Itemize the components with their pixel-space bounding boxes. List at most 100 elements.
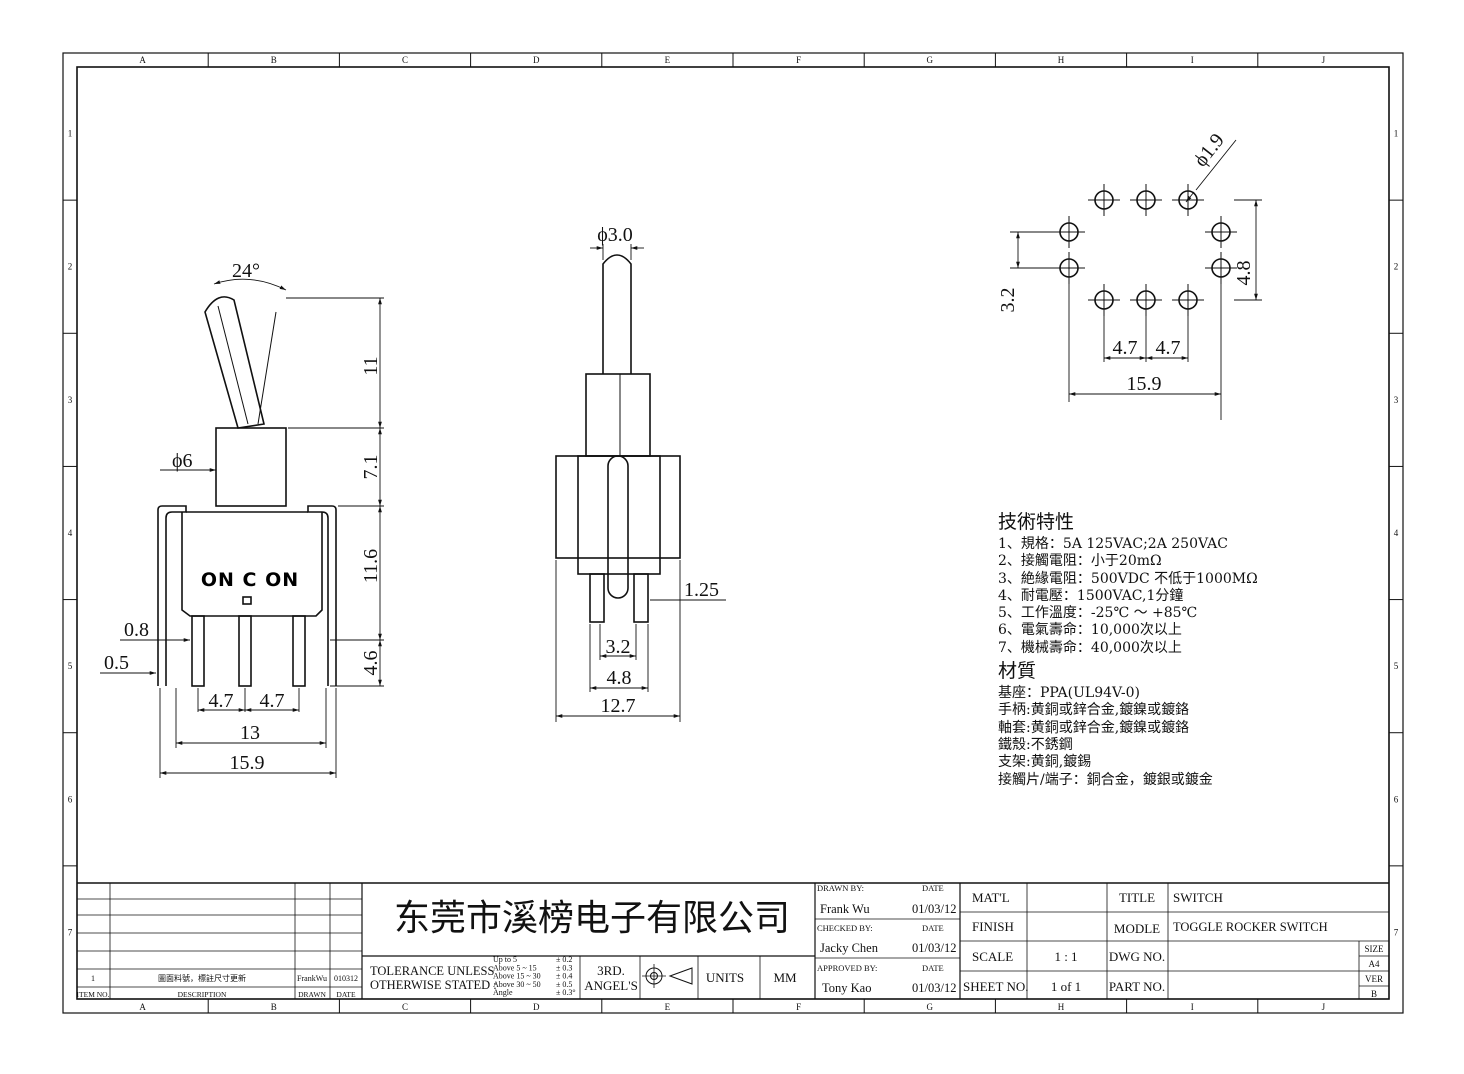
drawn-by-label: DRAWN BY: (817, 883, 864, 893)
modle-label: MODLE (1114, 921, 1160, 936)
sheet-label: SHEET NO. (963, 979, 1028, 994)
spec-item-1: 1、規格：5A 125VAC;2A 250VAC (998, 536, 1228, 552)
header-drawn: DRAWN (298, 990, 326, 999)
title-value: SWITCH (1173, 890, 1223, 905)
zone-label-top: J (1322, 55, 1326, 65)
dim-11: 11 (360, 356, 382, 375)
tolerance-label-2: OTHERWISE STATED : (370, 978, 497, 992)
dim-pitch-1: 4.7 (209, 690, 234, 712)
material-item-4: 鐵殼:不銹鋼 (998, 736, 1073, 753)
title-label: TITLE (1119, 890, 1155, 905)
dim-1-25: 1.25 (684, 579, 719, 601)
dim-3-2-side: 3.2 (606, 636, 631, 658)
zone-label-left: 7 (68, 927, 73, 937)
dim-12-7: 12.7 (601, 695, 636, 717)
pcb-dimensions (1010, 139, 1262, 420)
zone-label-right: 3 (1394, 395, 1399, 405)
spec-item-3: 3、絶緣電阻：500VDC 不低于1000MΩ (998, 570, 1258, 587)
checked-date-label: DATE (922, 923, 944, 933)
pcb-holes (1053, 184, 1237, 316)
revision-item: 1 (91, 974, 95, 983)
modle-value: TOGGLE ROCKER SWITCH (1173, 920, 1328, 934)
zone-label-bottom: E (665, 1002, 671, 1012)
title-block (77, 882, 1389, 999)
header-date: DATE (336, 990, 356, 999)
dim-4-6: 4.6 (360, 651, 382, 676)
tolerance-value: ± 0.2 (556, 955, 572, 964)
angle-label: 24° (232, 260, 260, 282)
units-label: UNITS (706, 970, 744, 985)
dim-15-9: 15.9 (230, 752, 265, 774)
material-heading: 材質 (998, 660, 1037, 683)
zone-label-bottom: J (1322, 1002, 1326, 1012)
zone-label-top: D (533, 55, 540, 65)
dim-4-8-pcb: 4.8 (1233, 261, 1255, 286)
zone-label-left: 2 (68, 262, 73, 272)
zone-label-right: 5 (1394, 661, 1399, 671)
zone-label-top: F (796, 55, 801, 65)
zone-label-bottom: A (139, 1002, 146, 1012)
material-item-6: 接觸片/端子：銅合金，鍍銀或鍍金 (998, 771, 1213, 788)
tolerance-label-1: TOLERANCE UNLESS (370, 964, 494, 978)
approved-date: 01/03/12 (912, 981, 956, 995)
spec-heading: 技術特性 (998, 511, 1075, 533)
zone-label-left: 4 (68, 528, 73, 538)
tolerance-range: Up to 5 (493, 955, 517, 964)
zone-label-right: 2 (1394, 262, 1399, 272)
dim-3-2-pcb: 3.2 (997, 288, 1019, 313)
zone-label-bottom: G (927, 1002, 934, 1012)
front-view (157, 296, 337, 687)
spec-item-6: 6、電氣壽命：10,000次以上 (998, 622, 1182, 639)
dim-7-1: 7.1 (360, 455, 382, 480)
tolerance-range: Above 5 ~ 15 (493, 963, 537, 972)
side-view (555, 254, 681, 623)
zone-label-right: 1 (1394, 129, 1399, 139)
dim-pitch-pcb-1: 4.7 (1113, 337, 1138, 359)
material-item-5: 支架:黄銅,鍍錫 (998, 754, 1092, 771)
switch-marking: ON C ON (201, 569, 299, 591)
zone-label-bottom: D (533, 1002, 540, 1012)
approved-by-label: APPROVED BY: (817, 963, 877, 973)
dim-pitch-2: 4.7 (260, 690, 285, 712)
drawn-date: 01/03/12 (912, 902, 956, 916)
zone-label-top: H (1058, 55, 1065, 65)
lever-diameter-label: ϕ3.0 (597, 224, 633, 246)
side-view-dimensions (555, 244, 726, 722)
zone-label-bottom: I (1191, 1002, 1194, 1012)
matl-label: MAT'L (972, 890, 1010, 905)
header-description: DESCRIPTION (178, 990, 227, 999)
zone-label-right: 4 (1394, 528, 1399, 538)
projection-line-1: 3RD. (597, 963, 625, 978)
material-item-1: 基座：PPA(UL94V-0) (998, 685, 1140, 702)
zone-label-left: 5 (68, 661, 73, 671)
zone-label-right: 7 (1394, 927, 1399, 937)
approved-by: Tony Kao (822, 981, 871, 995)
zone-label-top: A (139, 55, 146, 65)
zone-label-bottom: C (402, 1002, 408, 1012)
dim-13: 13 (240, 722, 260, 744)
part-label: PART NO. (1109, 979, 1165, 994)
sheet-value: 1 of 1 (1051, 979, 1081, 994)
zone-label-top: B (271, 55, 277, 65)
company-name: 东莞市溪榜电子有限公司 (394, 898, 790, 939)
material-item-3: 軸套:黄銅或鋅合金,鍍鎳或鍍鉻 (998, 719, 1190, 736)
material-item-2: 手柄:黄銅或鋅合金,鍍鎳或鍍鉻 (998, 702, 1190, 719)
zone-label-bottom: B (271, 1002, 277, 1012)
revision-description: 圖面料號，標註尺寸更新 (158, 973, 246, 983)
zone-label-bottom: F (796, 1002, 801, 1012)
zone-label-left: 1 (68, 129, 73, 139)
tolerance-range: Angle (493, 988, 513, 997)
spec-item-2: 2、接觸電阻：小于20mΩ (998, 553, 1162, 570)
approved-date-label: DATE (922, 963, 944, 973)
size-label: SIZE (1365, 944, 1385, 954)
dim-pitch-pcb-2: 4.7 (1156, 337, 1181, 359)
units-value: MM (773, 970, 797, 985)
size-value: A4 (1369, 959, 1380, 969)
tolerance-range: Above 15 ~ 30 (493, 972, 541, 981)
spec-item-4: 4、耐電壓：1500VAC,1分鐘 (998, 587, 1184, 604)
dim-0-5: 0.5 (104, 652, 129, 674)
checked-date: 01/03/12 (912, 941, 956, 955)
dwg-label: DWG NO. (1109, 949, 1165, 964)
